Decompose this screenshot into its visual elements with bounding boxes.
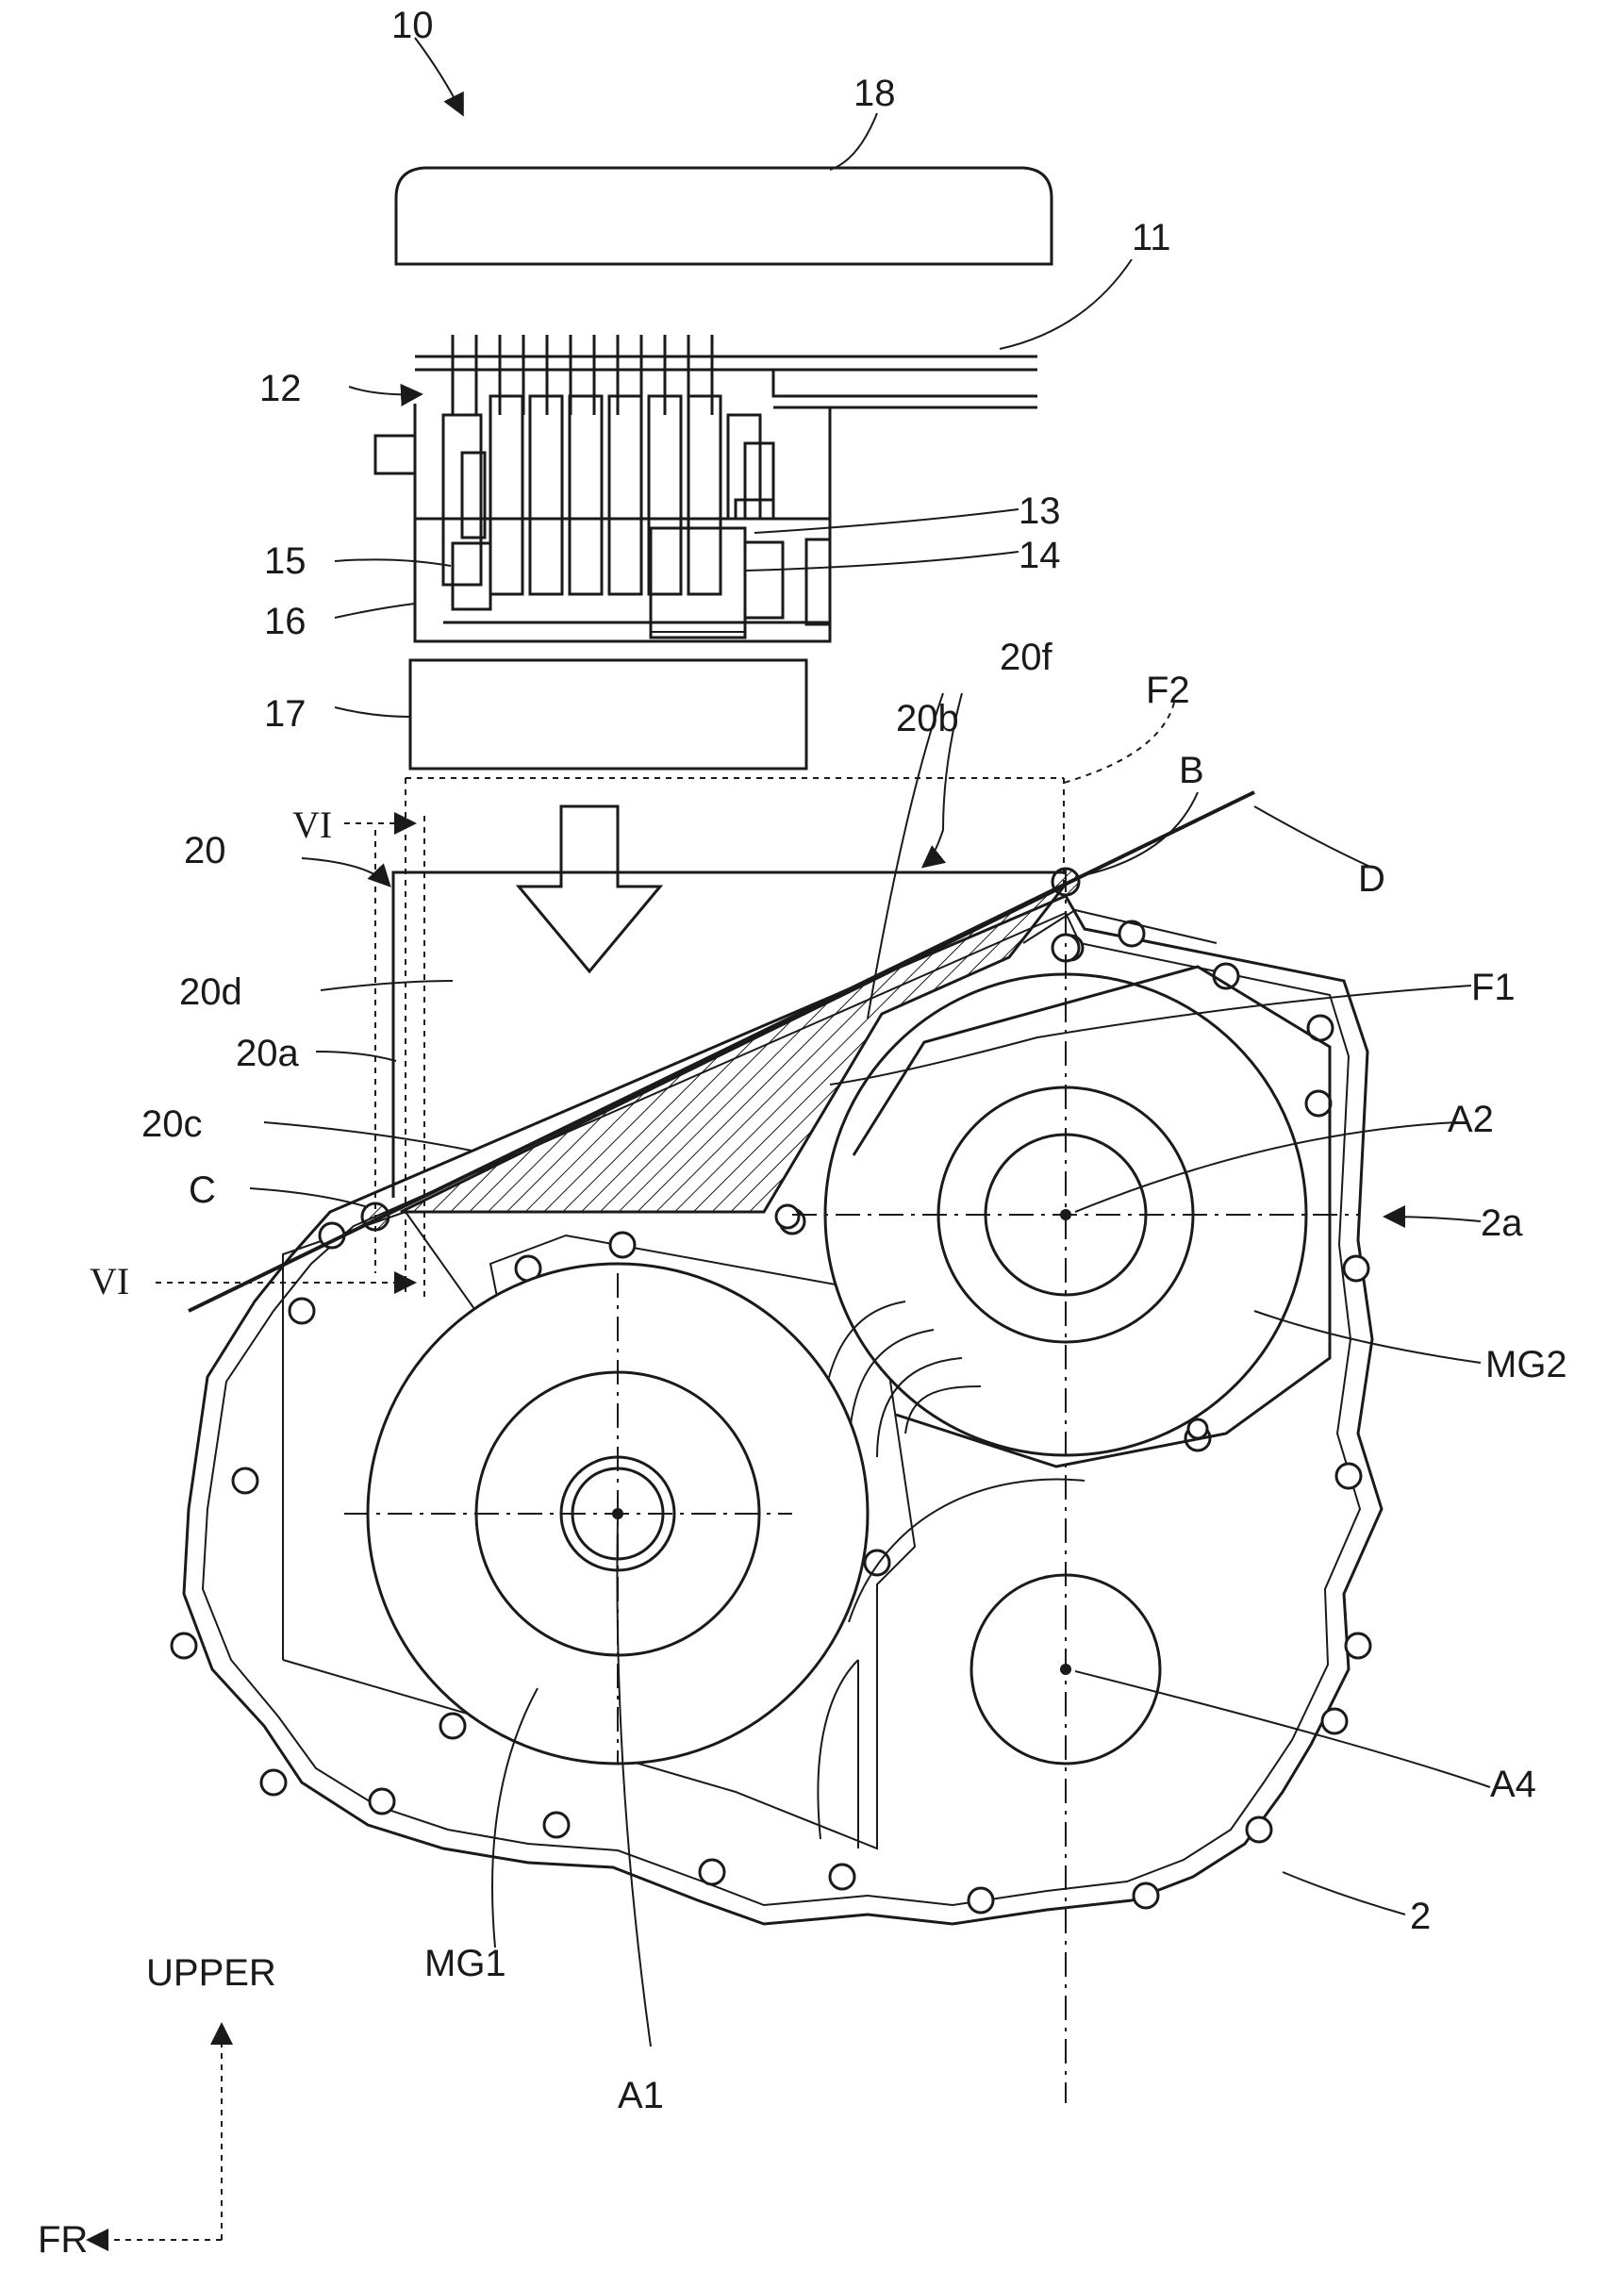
leader-lines (250, 38, 1490, 2047)
label-case-top: 20f (1000, 637, 1052, 678)
label-case: 20 (184, 830, 226, 871)
label-part-15: 15 (264, 540, 307, 582)
module-12 (375, 335, 830, 641)
label-section-top: VI (292, 804, 332, 846)
label-part-13: 13 (1019, 490, 1061, 532)
mounting-arrow (519, 806, 660, 971)
label-motor-2: MG2 (1485, 1344, 1567, 1385)
bus-bar-11 (415, 356, 1037, 407)
orientation-up-label: UPPER (146, 1952, 276, 1994)
label-part-14: 14 (1019, 535, 1061, 576)
label-case-corner: 20c (141, 1103, 203, 1145)
label-bus-bar: 11 (1132, 217, 1171, 258)
label-case-side: 20a (236, 1033, 299, 1074)
label-axis-a4: A4 (1490, 1764, 1536, 1805)
label-area-f1: F1 (1471, 967, 1516, 1008)
label-case-region: 20d (179, 971, 242, 1013)
label-area-f2: F2 (1146, 670, 1190, 711)
label-housing-flange: 2a (1481, 1202, 1523, 1244)
label-unit: 10 (391, 5, 434, 46)
label-part-16: 16 (264, 601, 307, 642)
label-line-d: D (1358, 858, 1385, 900)
label-point-c: C (189, 1169, 216, 1211)
label-module: 12 (259, 368, 302, 409)
label-case-inner: 20b (896, 698, 959, 739)
label-section-bottom: VI (90, 1260, 129, 1302)
orientation-indicator: UPPER FR (38, 1952, 276, 2261)
label-axis-a2: A2 (1448, 1099, 1494, 1140)
label-axis-a1: A1 (618, 2075, 664, 2116)
label-top-cover: 18 (853, 73, 896, 114)
label-motor-1: MG1 (424, 1943, 506, 1984)
label-housing: 2 (1410, 1896, 1431, 1937)
label-base: 17 (264, 693, 307, 735)
orientation-front-label: FR (38, 2219, 88, 2261)
cover-18 (396, 168, 1052, 264)
base-17 (410, 660, 806, 769)
label-point-b: B (1179, 750, 1204, 791)
